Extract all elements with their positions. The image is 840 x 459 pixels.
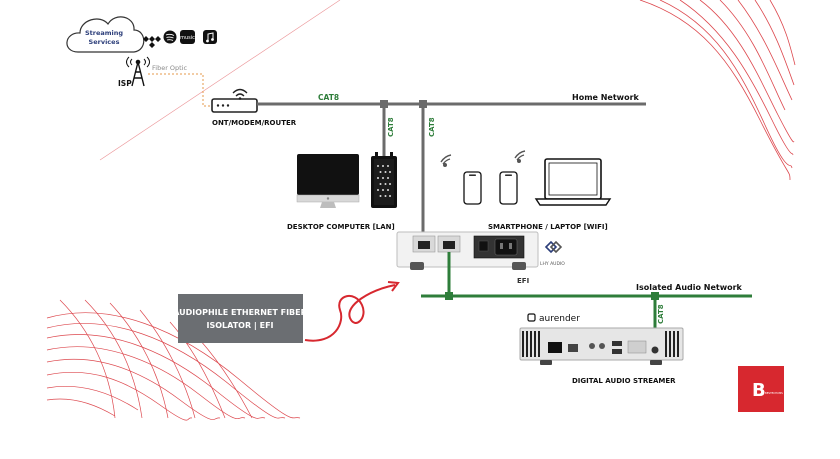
- aurender-logo-icon: [527, 313, 536, 322]
- router-icon: [211, 88, 258, 113]
- home-network-node-left: [380, 100, 388, 108]
- router-label: ONT/MODEM/ROUTER: [212, 119, 297, 127]
- digital-audio-streamer-device: [519, 327, 684, 365]
- callout-line1: AUDIOPHILE ETHERNET FIBER: [173, 308, 307, 317]
- fiber-optic-link: [148, 73, 212, 107]
- streamer-label: DIGITAL AUDIO STREAMER: [572, 377, 676, 385]
- aurender-brand-label: aurender: [539, 314, 580, 324]
- smartphone-icon-1: [463, 171, 482, 205]
- apple-music-icon: [203, 30, 217, 44]
- callout-arrowhead: [387, 281, 400, 292]
- mobile-label: SMARTPHONE / LAPTOP [WIFI]: [488, 223, 608, 231]
- streaming-services-cloud: Streaming Services: [66, 16, 145, 53]
- isolated-network-node-right: [651, 292, 659, 300]
- svg-text:music: music: [180, 35, 195, 41]
- home-network-label: Home Network: [572, 93, 640, 102]
- lhy-audio-logo-icon: [544, 240, 563, 254]
- laptop-icon: [534, 158, 612, 206]
- cloud-text-line1: Streaming: [85, 29, 123, 37]
- brand-logo-badge: [738, 366, 784, 412]
- brand-logo-subtext: BESTECHUMS: [765, 391, 783, 395]
- amazon-music-icon: music: [180, 30, 195, 44]
- top-right-wave-decoration: [639, 0, 796, 181]
- home-network-node-right: [419, 100, 427, 108]
- isp-tower-icon: [126, 56, 150, 87]
- isolated-cat8-label: CAT8: [657, 304, 665, 324]
- callout-line2: ISOLATOR | EFI: [206, 321, 273, 330]
- efi-device: [396, 231, 539, 270]
- brand-logo-letter: B: [752, 380, 766, 401]
- isp-label: ISP: [118, 79, 132, 88]
- efi-callout-box: [178, 294, 303, 343]
- spotify-icon: [163, 30, 177, 44]
- mac-pro-tower-icon: [371, 152, 397, 208]
- diagonal-accent-line: [99, 0, 341, 161]
- wifi-icon-left: [440, 154, 452, 167]
- smartphone-icon-2: [499, 171, 518, 205]
- callout-arrow: [304, 284, 396, 342]
- desktop-drop-cat8-label: CAT8: [387, 117, 395, 137]
- wifi-icon-right: [514, 150, 526, 163]
- efi-name-label: EFI: [517, 277, 529, 285]
- cloud-text-line2: Services: [89, 38, 120, 46]
- home-cat8-label: CAT8: [318, 93, 339, 102]
- efi-brand-label: LHY AUDIO: [540, 261, 565, 267]
- fiber-optic-label: Fiber Optic: [152, 64, 188, 72]
- bottom-left-wave-decoration: [46, 299, 301, 421]
- desktop-label: DESKTOP COMPUTER [LAN]: [287, 223, 395, 231]
- efi-drop-cat8-label: CAT8: [428, 117, 436, 137]
- isolated-network-label: Isolated Audio Network: [636, 283, 743, 292]
- tidal-icon: [143, 36, 161, 48]
- imac-icon: [296, 154, 360, 208]
